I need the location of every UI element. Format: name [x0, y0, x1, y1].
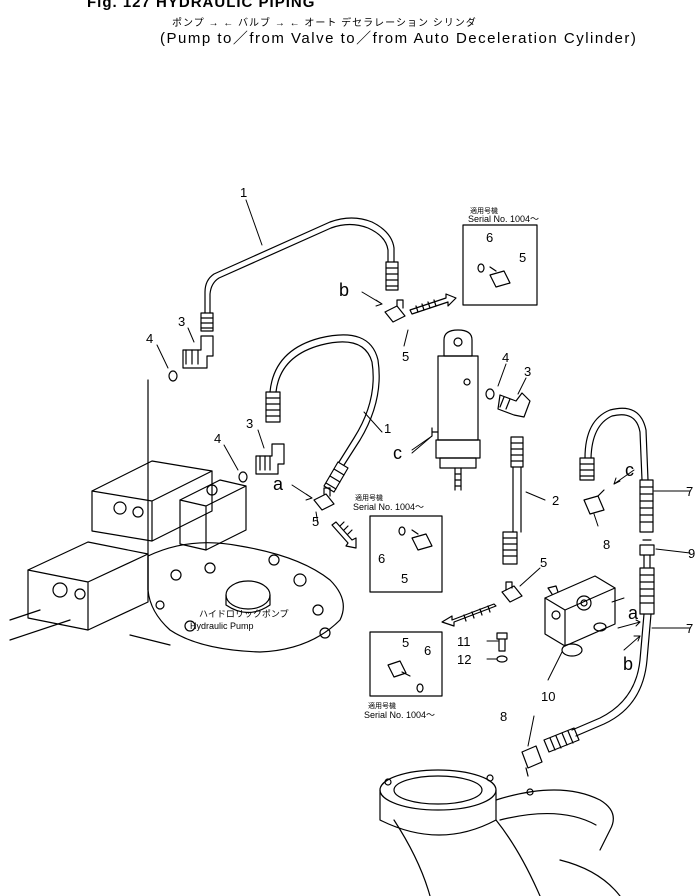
flow-arrow-a-down — [331, 521, 357, 549]
hydraulic-pump — [9, 379, 344, 653]
callout-3-middle: 3 — [246, 416, 253, 431]
washer-12 — [496, 655, 508, 663]
serial-box-bottom — [369, 631, 443, 697]
hose-7-upper — [579, 407, 654, 533]
elbow-3-left — [182, 335, 214, 369]
letter-c-right: c — [625, 460, 634, 480]
bolt-11 — [496, 632, 508, 652]
callout-8-upper: 8 — [603, 537, 610, 552]
english-subtitle: (Pump to／from Valve to／from Auto Deceler… — [160, 30, 638, 47]
valve-10 — [544, 575, 616, 657]
callout-11: 11 — [457, 634, 471, 649]
callout-6-box-middle: 6 — [378, 551, 385, 566]
tee-5-a — [313, 487, 335, 511]
callout-5-box-middle: 5 — [401, 571, 408, 586]
callout-1-lower: 1 — [384, 421, 391, 436]
letter-c-cylinder: c — [393, 443, 402, 463]
serial-bottom-text: Serial No. 1004～ — [364, 710, 435, 720]
serial-labels: 適用号機 Serial No. 1004～ 適用号機 Serial No. 10… — [353, 206, 539, 720]
callout-7-upper: 7 — [686, 484, 693, 499]
elbow-3-right — [497, 392, 531, 418]
callout-10: 10 — [541, 689, 555, 704]
hose-7-lower — [543, 567, 655, 753]
callout-4-middle: 4 — [214, 431, 221, 446]
letter-b-right: b — [623, 654, 633, 674]
callout-5-b: 5 — [402, 349, 409, 364]
leader-lines — [156, 199, 691, 747]
callout-5-a: 5 — [312, 514, 319, 529]
callout-7-lower: 7 — [686, 621, 693, 636]
callout-1-upper: 1 — [240, 185, 247, 200]
swing-motor-housing — [379, 769, 621, 896]
hose-2 — [502, 436, 524, 565]
serial-box-bottom-parts — [387, 660, 424, 693]
serial-box-middle-parts — [398, 526, 433, 551]
callout-5-valve: 5 — [540, 555, 547, 570]
callout-4-right: 4 — [502, 350, 509, 365]
serial-top-text: Serial No. 1004～ — [468, 214, 539, 224]
letter-a-left: a — [273, 474, 284, 494]
callout-3-left: 3 — [178, 314, 185, 329]
o-ring-4-right — [485, 388, 495, 400]
connection-letters: b a c c a b — [273, 280, 639, 674]
callout-5-box-bottom: 5 — [402, 635, 409, 650]
callout-2: 2 — [552, 493, 559, 508]
callout-numbers: 1 1 2 3 3 3 4 4 4 5 5 5 5 6 6 6 5 5 7 7 … — [146, 185, 695, 724]
elbow-8-lower — [521, 745, 543, 777]
serial-middle-jp: 適用号機 — [355, 493, 383, 502]
letter-a-right: a — [628, 603, 639, 623]
serial-middle-text: Serial No. 1004～ — [353, 502, 424, 512]
callout-9: 9 — [688, 546, 695, 561]
elbow-3-middle — [255, 443, 285, 475]
tee-5-valve — [501, 581, 523, 603]
hose-1-upper — [200, 217, 399, 332]
hose-1-lower — [265, 334, 380, 493]
callout-5-box-top: 5 — [519, 250, 526, 265]
o-ring-4-middle — [238, 471, 248, 483]
callout-6-box-bottom: 6 — [424, 643, 431, 658]
flow-arrow-b-right — [409, 293, 457, 315]
serial-box-top — [462, 224, 538, 306]
figure-title: Fig. 127 HYDRAULIC PIPING — [87, 0, 316, 11]
japanese-subtitle: ポンプ → ← バルブ → ← オート デセラレーション シリンダ — [172, 18, 477, 29]
serial-bottom-jp: 適用号機 — [368, 701, 396, 710]
flow-arrow-valve-left — [441, 603, 497, 627]
serial-box-top-parts — [477, 263, 511, 288]
letter-b-top: b — [339, 280, 349, 300]
callout-12: 12 — [457, 652, 471, 667]
callout-3-right: 3 — [524, 364, 531, 379]
connector-9 — [639, 539, 655, 568]
auto-deceleration-cylinder — [431, 329, 481, 491]
tee-5-b — [384, 299, 406, 323]
o-ring-4-left — [168, 370, 178, 382]
pump-label: ハイドロリックポンプ Hydraulic Pump — [190, 609, 289, 631]
serial-top-jp: 適用号機 — [470, 206, 498, 215]
pump-label-jp: ハイドロリックポンプ — [199, 609, 289, 619]
elbow-8-upper — [583, 489, 605, 515]
serial-box-middle — [369, 515, 443, 593]
callout-4-left: 4 — [146, 331, 153, 346]
callout-6-box-top: 6 — [486, 230, 493, 245]
callout-8-lower: 8 — [500, 709, 507, 724]
pump-label-en: Hydraulic Pump — [190, 621, 254, 631]
